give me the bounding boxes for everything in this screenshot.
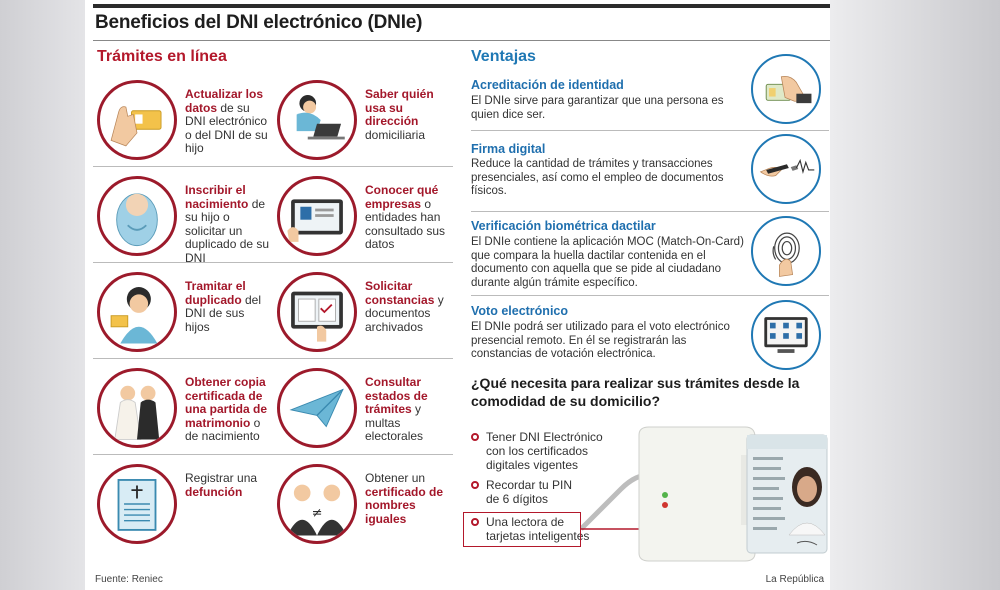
svg-text:≠: ≠ [312,506,323,521]
footer-publisher: La República [765,574,824,585]
tramite-text: Tramitar el duplicado del DNI de sus hij… [185,279,262,334]
row-divider [93,166,453,167]
right-section-title: Ventajas [471,48,536,65]
footer-source: Fuente: Reniec [95,574,163,585]
tramite-item: ≠ Obtener un certificado de nombres igual… [273,458,453,551]
bullet-icon [471,518,479,526]
bullet-icon [471,481,479,489]
advantage-divider [471,211,829,212]
advantage-title: Firma digital [471,142,546,156]
tramites-row: Tramitar el duplicado del DNI de sus hij… [93,266,453,359]
advantage-title: Voto electrónico [471,304,569,318]
advantage-text: El DNIe sirve para garantizar que una pe… [471,95,724,121]
tablet-docs-icon [277,272,357,352]
advantage-divider [471,295,829,296]
tramite-item: Solicitar constancias y documentos archi… [273,266,453,359]
tramite-item: Actualizar los datos de su DNI electróni… [93,74,273,167]
tramite-text: Obtener un certificado de nombres iguale… [365,471,444,526]
voting-screen-icon [751,300,821,370]
background-right [830,0,1000,590]
tramite-item: Inscribir el nacimiento de su hijo o sol… [93,170,273,265]
tramite-text: Solicitar constancias y documentos archi… [365,279,444,334]
tramite-item: Registrar una defunción [93,458,273,551]
advantage-text: Reduce la cantidad de trámites y transac… [471,158,724,197]
tramite-text: Actualizar los datos de su DNI electróni… [185,87,268,155]
infographic: Beneficios del DNI electrónico (DNIe) Tr… [85,0,830,590]
requirement-text: Recordar tu PIN de 6 dígitos [486,478,573,506]
requirement-item: Una lectora de tarjetas inteligentes [471,515,596,543]
tramite-text: Saber quién usa su dirección domiciliari… [365,87,434,142]
tramite-item: Obtener copia certificada de una partida… [93,362,273,455]
requirement-item: Tener DNI Electrónico con los certificad… [471,430,606,472]
left-section-title: Trámites en línea [97,48,227,65]
row-divider [93,358,453,359]
tramites-row: Registrar una defunción ≠ Obtener un certi… [93,458,453,551]
page-title: Beneficios del DNI electrónico (DNIe) [95,12,423,33]
tramite-item: Conocer qué empresas o entidades han con… [273,170,453,263]
advantage-title: Acreditación de identidad [471,78,624,92]
tramite-item: Tramitar el duplicado del DNI de sus hij… [93,266,273,359]
bullet-icon [471,433,479,441]
tramite-item: Consultar estados de trámites y multas e… [273,362,453,455]
tramite-text: Registrar una defunción [185,471,258,499]
two-men-icon: ≠ [277,464,357,544]
tramites-row: Actualizar los datos de su DNI electróni… [93,74,453,167]
background-left [0,0,85,590]
tramite-text: Consultar estados de trámites y multas e… [365,375,428,443]
question-heading: ¿Qué necesita para realizar sus trámites… [471,375,800,409]
woman-laptop-icon [277,80,357,160]
top-bar [93,4,830,8]
row-divider [93,454,453,455]
baby-icon [97,176,177,256]
fingerprint-icon [751,216,821,286]
tablet-profile-icon [277,176,357,256]
advantage-divider [471,130,829,131]
tramites-row: Obtener copia certificada de una partida… [93,362,453,455]
advantage-title: Verificación biométrica dactilar [471,219,656,233]
title-divider [93,40,830,41]
tramite-text: Inscribir el nacimiento de su hijo o sol… [185,183,270,265]
child-card-icon [97,272,177,352]
advantage-text: El DNIe contiene la aplicación MOC (Matc… [471,236,744,289]
row-divider [93,262,453,263]
hand-card-icon [751,54,821,124]
paper-plane-icon [277,368,357,448]
couple-icon [97,368,177,448]
tramite-text: Obtener copia certificada de una partida… [185,375,268,443]
requirement-text: Una lectora de tarjetas inteligentes [486,515,590,543]
tramite-item: Saber quién usa su dirección domiciliari… [273,74,453,167]
scroll-cross-icon [97,464,177,544]
tramites-row: Inscribir el nacimiento de su hijo o sol… [93,170,453,265]
pen-signature-icon [751,134,821,204]
tramite-text: Conocer qué empresas o entidades han con… [365,183,446,251]
advantage-text: El DNIe podrá ser utilizado para el voto… [471,321,730,360]
requirement-highlight-box [463,512,581,547]
card-reader-illustration [581,426,828,562]
requirement-text: Tener DNI Electrónico con los certificad… [486,430,603,472]
hand-card-icon [97,80,177,160]
requirement-item: Recordar tu PIN de 6 dígitos [471,478,581,506]
